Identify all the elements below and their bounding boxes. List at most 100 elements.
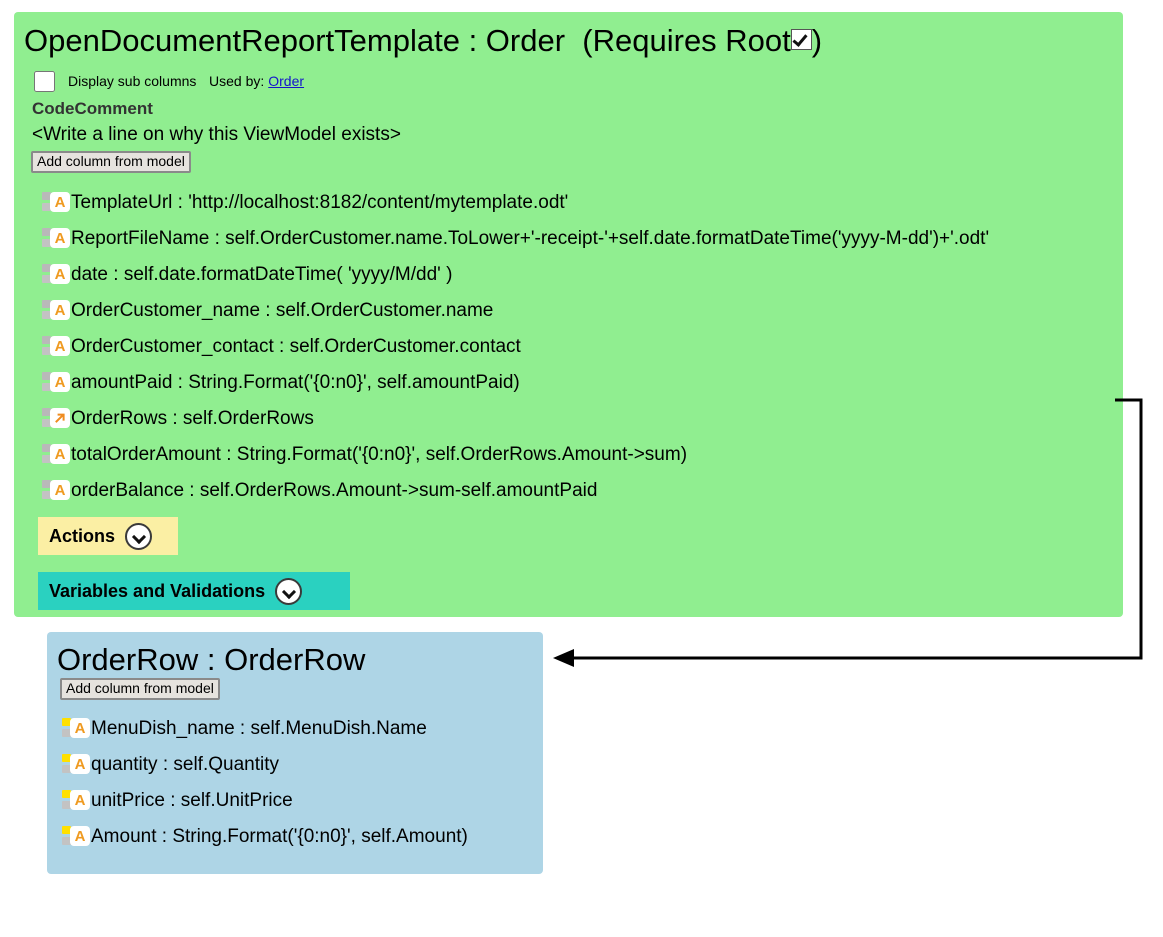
column-row[interactable]: A MenuDish_name : self.MenuDish.Name (62, 710, 468, 746)
attribute-icon: A (42, 444, 70, 464)
display-sub-columns-checkbox[interactable] (34, 70, 55, 92)
attribute-icon: A (74, 827, 86, 845)
orderrow-title: OrderRow : OrderRow (57, 642, 366, 677)
chevron-down-icon[interactable] (275, 577, 303, 605)
column-type-badge: A (50, 480, 70, 500)
attribute-icon: A (42, 336, 70, 356)
attribute-icon: A (74, 719, 86, 737)
attribute-icon: A (42, 192, 70, 212)
column-expression: ReportFileName : self.OrderCustomer.name… (71, 227, 990, 249)
add-column-from-model-button[interactable]: Add column from model (60, 678, 220, 701)
column-marker-bottom (62, 729, 71, 737)
code-comment-text[interactable]: <Write a line on why this ViewModel exis… (32, 124, 401, 145)
attribute-icon: A (54, 445, 66, 463)
column-marker-top (42, 480, 51, 488)
column-marker-bottom (42, 239, 51, 247)
attribute-icon: A (62, 718, 90, 738)
attribute-icon: A (54, 193, 66, 211)
column-marker-bottom (42, 383, 51, 391)
column-marker-bottom (42, 347, 51, 355)
orderrow-panel: OrderRow : OrderRow Add column from mode… (47, 632, 543, 874)
column-expression: totalOrderAmount : String.Format('{0:n0}… (71, 443, 688, 465)
column-type-badge: A (50, 264, 70, 284)
attribute-icon: A (54, 301, 66, 319)
attribute-icon: A (54, 373, 66, 391)
column-marker-top (42, 300, 51, 308)
attribute-icon: A (74, 755, 86, 773)
requires-root-paren-close: ) (811, 23, 823, 58)
actions-label: Actions (49, 525, 116, 546)
column-expression: Amount : String.Format('{0:n0}', self.Am… (91, 825, 468, 847)
column-type-badge (50, 408, 70, 428)
used-by-link-order[interactable]: Order (268, 73, 305, 89)
column-type-badge: A (70, 790, 90, 810)
column-expression: MenuDish_name : self.MenuDish.Name (91, 717, 427, 739)
requires-root-checkbox[interactable] (790, 29, 812, 50)
actions-section-bar[interactable]: Actions (38, 517, 178, 555)
attribute-icon: A (42, 300, 70, 320)
page-title: OpenDocumentReportTemplate : Order (Requ… (24, 25, 822, 56)
reference-arrow-icon (42, 408, 70, 428)
column-marker-bottom (42, 455, 51, 463)
viewmodel-title-text: OpenDocumentReportTemplate : Order (24, 23, 566, 58)
variables-and-validations-section-bar[interactable]: Variables and Validations (38, 572, 350, 610)
column-marker-bottom (42, 311, 51, 319)
column-marker-bottom (62, 801, 71, 809)
column-marker-top (62, 754, 71, 762)
column-marker-top (62, 718, 71, 726)
column-row[interactable]: A ReportFileName : self.OrderCustomer.nam… (42, 220, 989, 256)
variables-and-validations-label: Variables and Validations (49, 580, 266, 601)
column-expression: quantity : self.Quantity (91, 753, 279, 775)
attribute-icon: A (62, 754, 90, 774)
column-type-badge: A (70, 754, 90, 774)
reference-arrow-icon (55, 413, 65, 423)
column-type-badge: A (50, 300, 70, 320)
column-expression: OrderCustomer_contact : self.OrderCustom… (71, 335, 521, 357)
attribute-icon: A (54, 229, 66, 247)
column-type-badge: A (50, 372, 70, 392)
column-marker-top (62, 826, 71, 834)
chevron-down-icon[interactable] (125, 522, 153, 550)
column-row[interactable]: OrderRows : self.OrderRows (42, 400, 989, 436)
attribute-icon: A (62, 826, 90, 846)
column-marker-bottom (42, 203, 51, 211)
add-column-from-model-button[interactable]: Add column from model (31, 151, 191, 174)
used-by-label: Used by: (209, 73, 265, 89)
column-marker-top (42, 192, 51, 200)
column-row[interactable]: A Amount : String.Format('{0:n0}', self.A… (62, 818, 468, 854)
attribute-icon: A (54, 265, 66, 283)
attribute-icon: A (42, 372, 70, 392)
attribute-icon: A (62, 790, 90, 810)
viewmodel-panel: OpenDocumentReportTemplate : Order (Requ… (14, 12, 1123, 617)
column-type-badge: A (50, 336, 70, 356)
column-marker-bottom (42, 491, 51, 499)
subheader-row: Display sub columns Used by: Order (34, 70, 304, 92)
column-type-badge: A (70, 718, 90, 738)
column-expression: date : self.date.formatDateTime( 'yyyy/M… (71, 263, 453, 285)
column-marker-top (42, 228, 51, 236)
attribute-icon: A (42, 228, 70, 248)
attribute-icon: A (74, 791, 86, 809)
column-expression: OrderCustomer_name : self.OrderCustomer.… (71, 299, 494, 321)
column-marker-top (42, 408, 51, 416)
column-row[interactable]: A OrderCustomer_name : self.OrderCustomer… (42, 292, 989, 328)
column-marker-bottom (42, 419, 51, 427)
column-marker-bottom (62, 765, 71, 773)
column-marker-top (42, 444, 51, 452)
column-expression: unitPrice : self.UnitPrice (91, 789, 293, 811)
column-expression: amountPaid : String.Format('{0:n0}', sel… (71, 371, 520, 393)
column-expression: orderBalance : self.OrderRows.Amount->su… (71, 479, 598, 501)
column-marker-bottom (42, 275, 51, 283)
column-type-badge: A (50, 228, 70, 248)
column-marker-top (62, 790, 71, 798)
